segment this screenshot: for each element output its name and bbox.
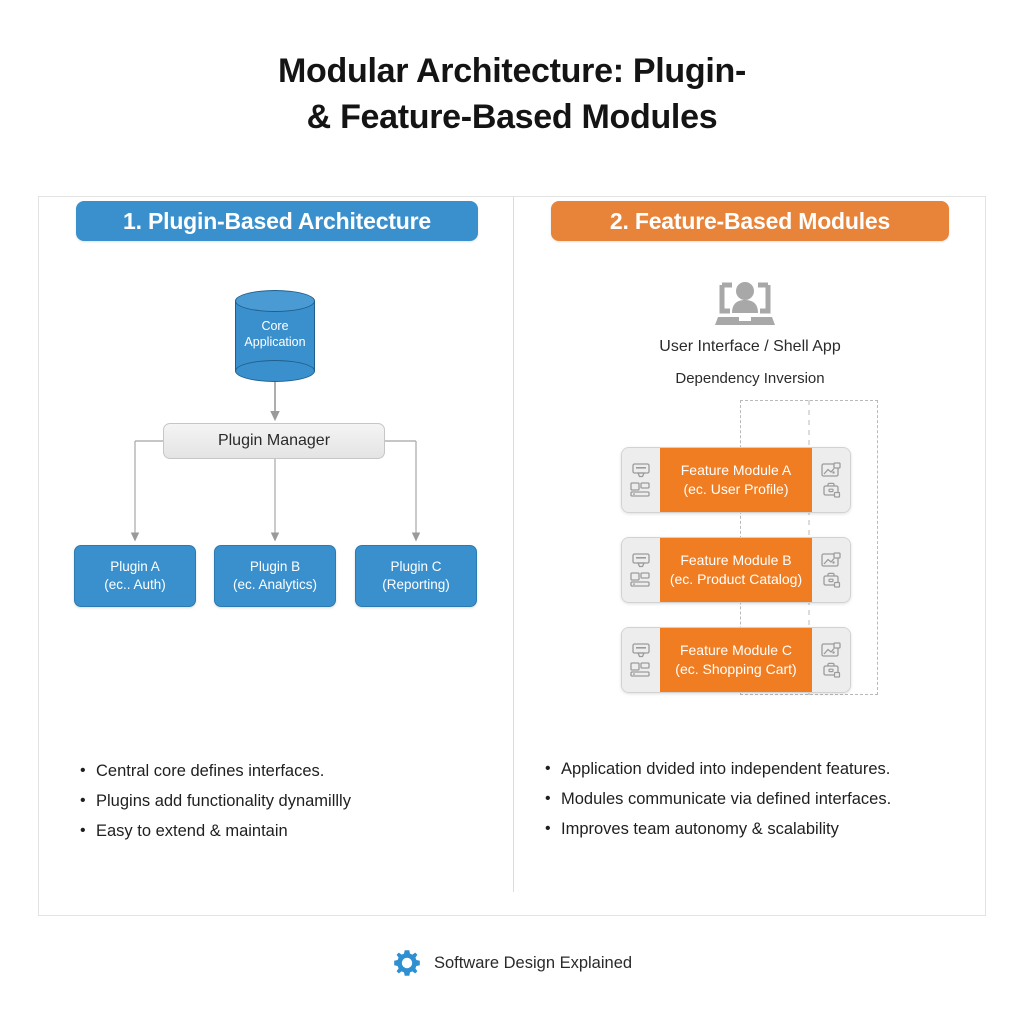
feature-module-b[interactable]: Feature Module B (ec. Product Catalog) — [621, 537, 851, 603]
image-frame-icon — [820, 462, 841, 477]
core-label-line-1: Core — [261, 319, 289, 333]
dependency-inversion-label: Dependency Inversion — [675, 370, 825, 387]
module-a-subtitle: (ec. User Profile) — [683, 481, 789, 497]
feature-module-a[interactable]: Feature Module A (ec. User Profile) — [621, 447, 851, 513]
module-b-right-icons — [812, 538, 850, 602]
plugin-a-title: Plugin A — [110, 559, 160, 574]
plugin-a-subtitle: (ec.. Auth) — [104, 577, 166, 592]
plugin-c-title: Plugin C — [390, 559, 442, 574]
display-icon — [632, 463, 650, 478]
module-a-title: Feature Module A — [680, 462, 792, 478]
layout-blocks-icon — [630, 572, 650, 587]
briefcase-icon — [822, 572, 840, 588]
footer-text: Software Design Explained — [433, 953, 633, 972]
module-c-subtitle: (ec. Shopping Cart) — [675, 661, 797, 677]
plugin-box-a[interactable]: Plugin A (ec.. Auth) — [74, 545, 196, 607]
plugin-based-bullet-list: Central core defines interfaces. Plugins… — [78, 756, 498, 846]
gear-icon — [394, 950, 420, 976]
module-c-center: Feature Module C (ec. Shopping Cart) — [660, 628, 812, 692]
core-label-line-2: Application — [244, 335, 306, 349]
page-title-line-2: & Feature-Based Modules — [306, 98, 718, 136]
section-header-feature-based: 2. Feature-Based Modules — [551, 201, 949, 241]
user-monitor-icon — [712, 275, 778, 331]
module-a-right-icons — [812, 448, 850, 512]
module-a-left-icons — [622, 448, 660, 512]
plugin-box-b[interactable]: Plugin B (ec. Analytics) — [214, 545, 336, 607]
cylinder-top-ellipse — [235, 290, 315, 312]
footer-branding: Software Design Explained — [0, 948, 1024, 978]
page-title: Modular Architecture: Plugin- & Feature-… — [0, 48, 1024, 140]
display-icon — [632, 553, 650, 568]
core-application-cylinder: Core Application — [235, 290, 315, 382]
list-item: Modules communicate via defined interfac… — [543, 784, 973, 814]
module-b-left-icons — [622, 538, 660, 602]
section-header-plugin-based: 1. Plugin-Based Architecture — [76, 201, 478, 241]
plugin-b-title: Plugin B — [249, 559, 301, 574]
layout-blocks-icon — [630, 662, 650, 677]
page-title-line-1: Modular Architecture: Plugin- — [278, 52, 746, 90]
plugin-manager-box[interactable]: Plugin Manager — [163, 423, 385, 459]
module-b-subtitle: (ec. Product Catalog) — [669, 571, 803, 587]
plugin-b-subtitle: (ec. Analytics) — [232, 577, 318, 592]
cylinder-bottom-ellipse — [235, 360, 315, 382]
module-a-center: Feature Module A (ec. User Profile) — [660, 448, 812, 512]
layout-blocks-icon — [630, 482, 650, 497]
briefcase-icon — [822, 662, 840, 678]
column-divider — [513, 196, 514, 892]
feature-module-c[interactable]: Feature Module C (ec. Shopping Cart) — [621, 627, 851, 693]
plugin-c-subtitle: (Reporting) — [382, 577, 450, 592]
briefcase-icon — [822, 482, 840, 498]
module-c-title: Feature Module C — [679, 642, 793, 658]
feature-based-bullet-list: Application dvided into independent feat… — [543, 754, 973, 844]
plugin-box-c[interactable]: Plugin C (Reporting) — [355, 545, 477, 607]
module-b-center: Feature Module B (ec. Product Catalog) — [660, 538, 812, 602]
module-c-right-icons — [812, 628, 850, 692]
list-item: Central core defines interfaces. — [78, 756, 498, 786]
image-frame-icon — [820, 552, 841, 567]
list-item: Plugins add functionality dynamillly — [78, 786, 498, 816]
module-b-title: Feature Module B — [680, 552, 792, 568]
image-frame-icon — [820, 642, 841, 657]
shell-app-label: User Interface / Shell App — [659, 338, 841, 355]
list-item: Improves team autonomy & scalability — [543, 814, 973, 844]
core-application-label: Core Application — [235, 318, 315, 350]
list-item: Easy to extend & maintain — [78, 816, 498, 846]
module-c-left-icons — [622, 628, 660, 692]
display-icon — [632, 643, 650, 658]
list-item: Application dvided into independent feat… — [543, 754, 973, 784]
